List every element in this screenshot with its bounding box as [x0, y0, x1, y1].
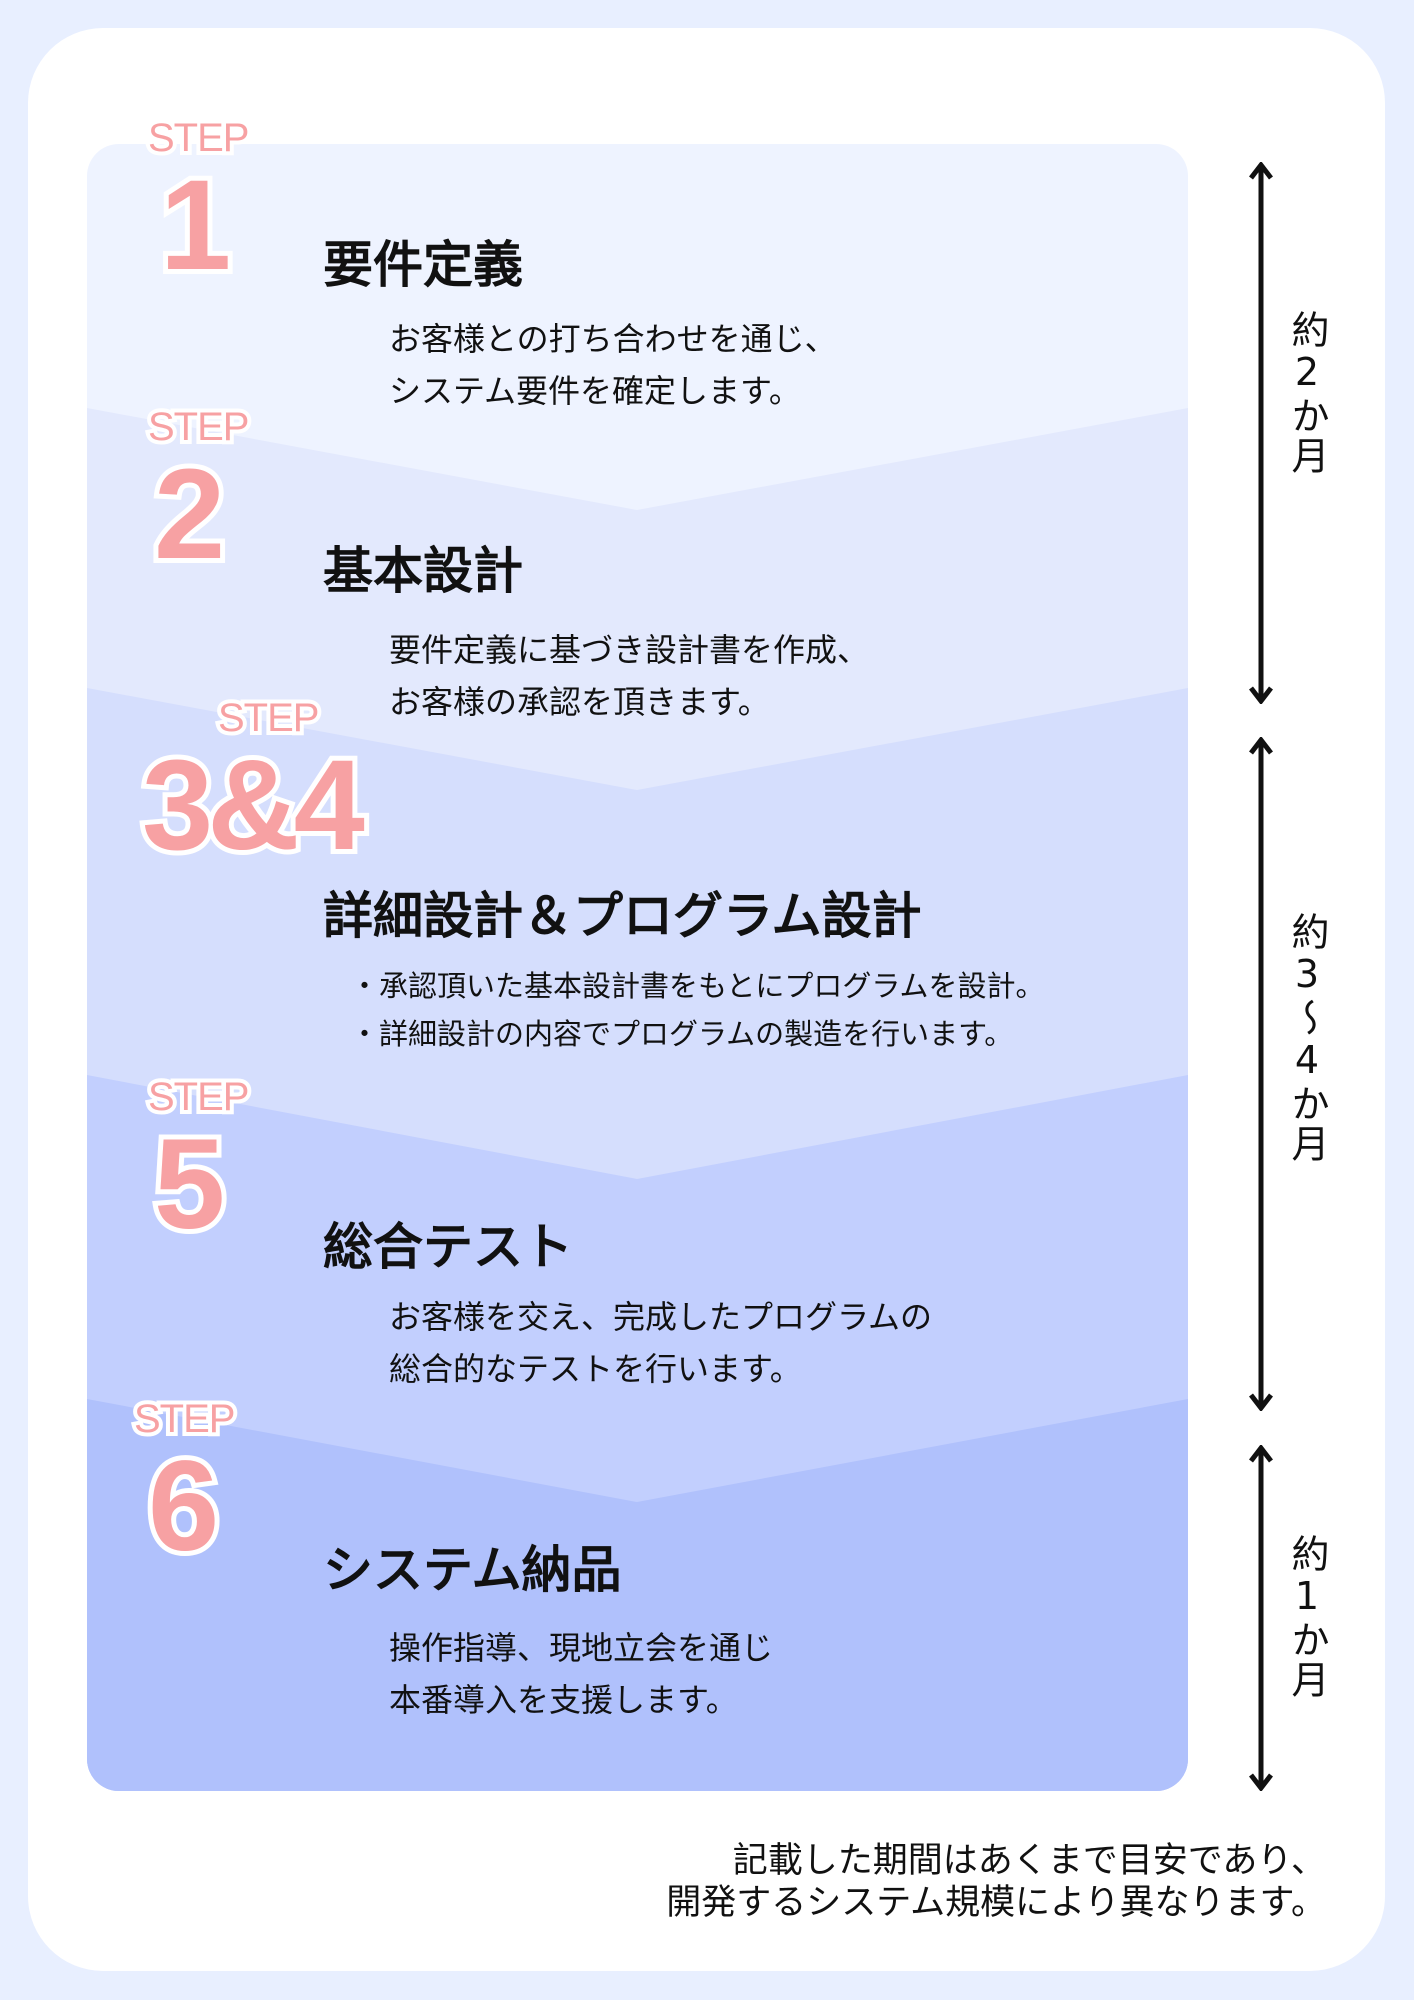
step-3-4-title: 詳細設計＆プログラム設計: [323, 887, 922, 945]
description-line: システム要件を確定します。: [389, 372, 801, 410]
bullet-item: ・詳細設計の内容でプログラムの製造を行います。: [350, 1017, 1014, 1051]
step-2-title: 基本設計: [323, 542, 523, 600]
description-line: 本番導入を支援します。: [389, 1681, 738, 1719]
duration-arrow-2: [1249, 737, 1273, 1411]
step-5-label: STEP: [144, 1073, 254, 1121]
step-3-4-number: 3&4: [137, 734, 370, 877]
step-6-number: 6: [143, 1435, 224, 1578]
step-2-label: STEP: [144, 403, 254, 451]
step-6-title: システム納品: [323, 1541, 622, 1599]
description-line: お客様を交え、完成したプログラムの: [389, 1298, 933, 1336]
step-1-description: お客様との打ち合わせを通じ、 システム要件を確定します。: [389, 313, 837, 417]
description-line: 総合的なテストを行います。: [389, 1350, 802, 1388]
step-5-title: 総合テスト: [323, 1218, 573, 1276]
step-6-description: 操作指導、現地立会を通じ 本番導入を支援します。: [389, 1622, 773, 1726]
step-2-description: 要件定義に基づき設計書を作成、 お客様の承認を頂きます。: [389, 624, 869, 728]
description-line: お客様との打ち合わせを通じ、: [389, 320, 837, 358]
step-1-number: 1: [155, 154, 236, 297]
step-5-number: 5: [149, 1113, 230, 1256]
step-5-description: お客様を交え、完成したプログラムの 総合的なテストを行います。: [389, 1291, 932, 1395]
duration-label-1: 約2か月: [1285, 310, 1329, 476]
duration-label-3: 約1か月: [1285, 1534, 1329, 1700]
step-1-label: STEP: [144, 114, 254, 162]
step-3-4-description: ・承認頂いた基本設計書をもとにプログラムを設計。 ・詳細設計の内容でプログラムの…: [350, 962, 1045, 1058]
description-line: お客様の承認を頂きます。: [389, 683, 770, 721]
description-line: 要件定義に基づき設計書を作成、: [389, 631, 870, 669]
footer-note: 記載した期間はあくまで目安であり、 開発するシステム規模により異なります。: [666, 1840, 1326, 1924]
bullet-item: ・承認頂いた基本設計書をもとにプログラムを設計。: [350, 969, 1045, 1003]
duration-arrow-3: [1249, 1445, 1273, 1791]
step-1-title: 要件定義: [323, 236, 523, 294]
description-line: 操作指導、現地立会を通じ: [389, 1629, 774, 1667]
footer-line: 開発するシステム規模により異なります。: [666, 1883, 1326, 1923]
duration-label-2: 約3〜4か月: [1285, 912, 1329, 1164]
step-2-number: 2: [149, 443, 230, 586]
step-3-4-label: STEP: [214, 694, 324, 742]
steps-panel: [87, 144, 1188, 1791]
footer-line: 記載した期間はあくまで目安であり、: [732, 1841, 1326, 1881]
step-6-label: STEP: [130, 1395, 240, 1443]
band-step-6: [87, 1399, 1188, 1791]
duration-arrow-1: [1249, 162, 1273, 704]
